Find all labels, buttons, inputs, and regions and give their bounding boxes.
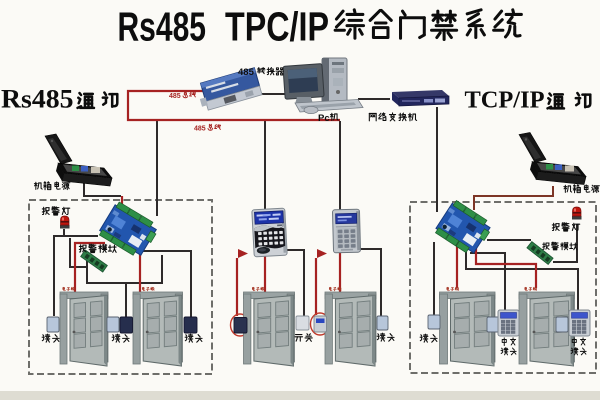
svg-text:Pc: Pc: [318, 113, 330, 124]
svg-text:485: 485: [194, 126, 206, 133]
svg-text:Rs485: Rs485: [118, 4, 207, 50]
svg-text:Rs485: Rs485: [1, 85, 74, 114]
svg-text:TPC/IP: TPC/IP: [225, 4, 329, 50]
svg-text:TCP/IP: TCP/IP: [465, 87, 545, 114]
svg-text:485: 485: [238, 67, 255, 78]
svg-text:485: 485: [169, 93, 181, 100]
